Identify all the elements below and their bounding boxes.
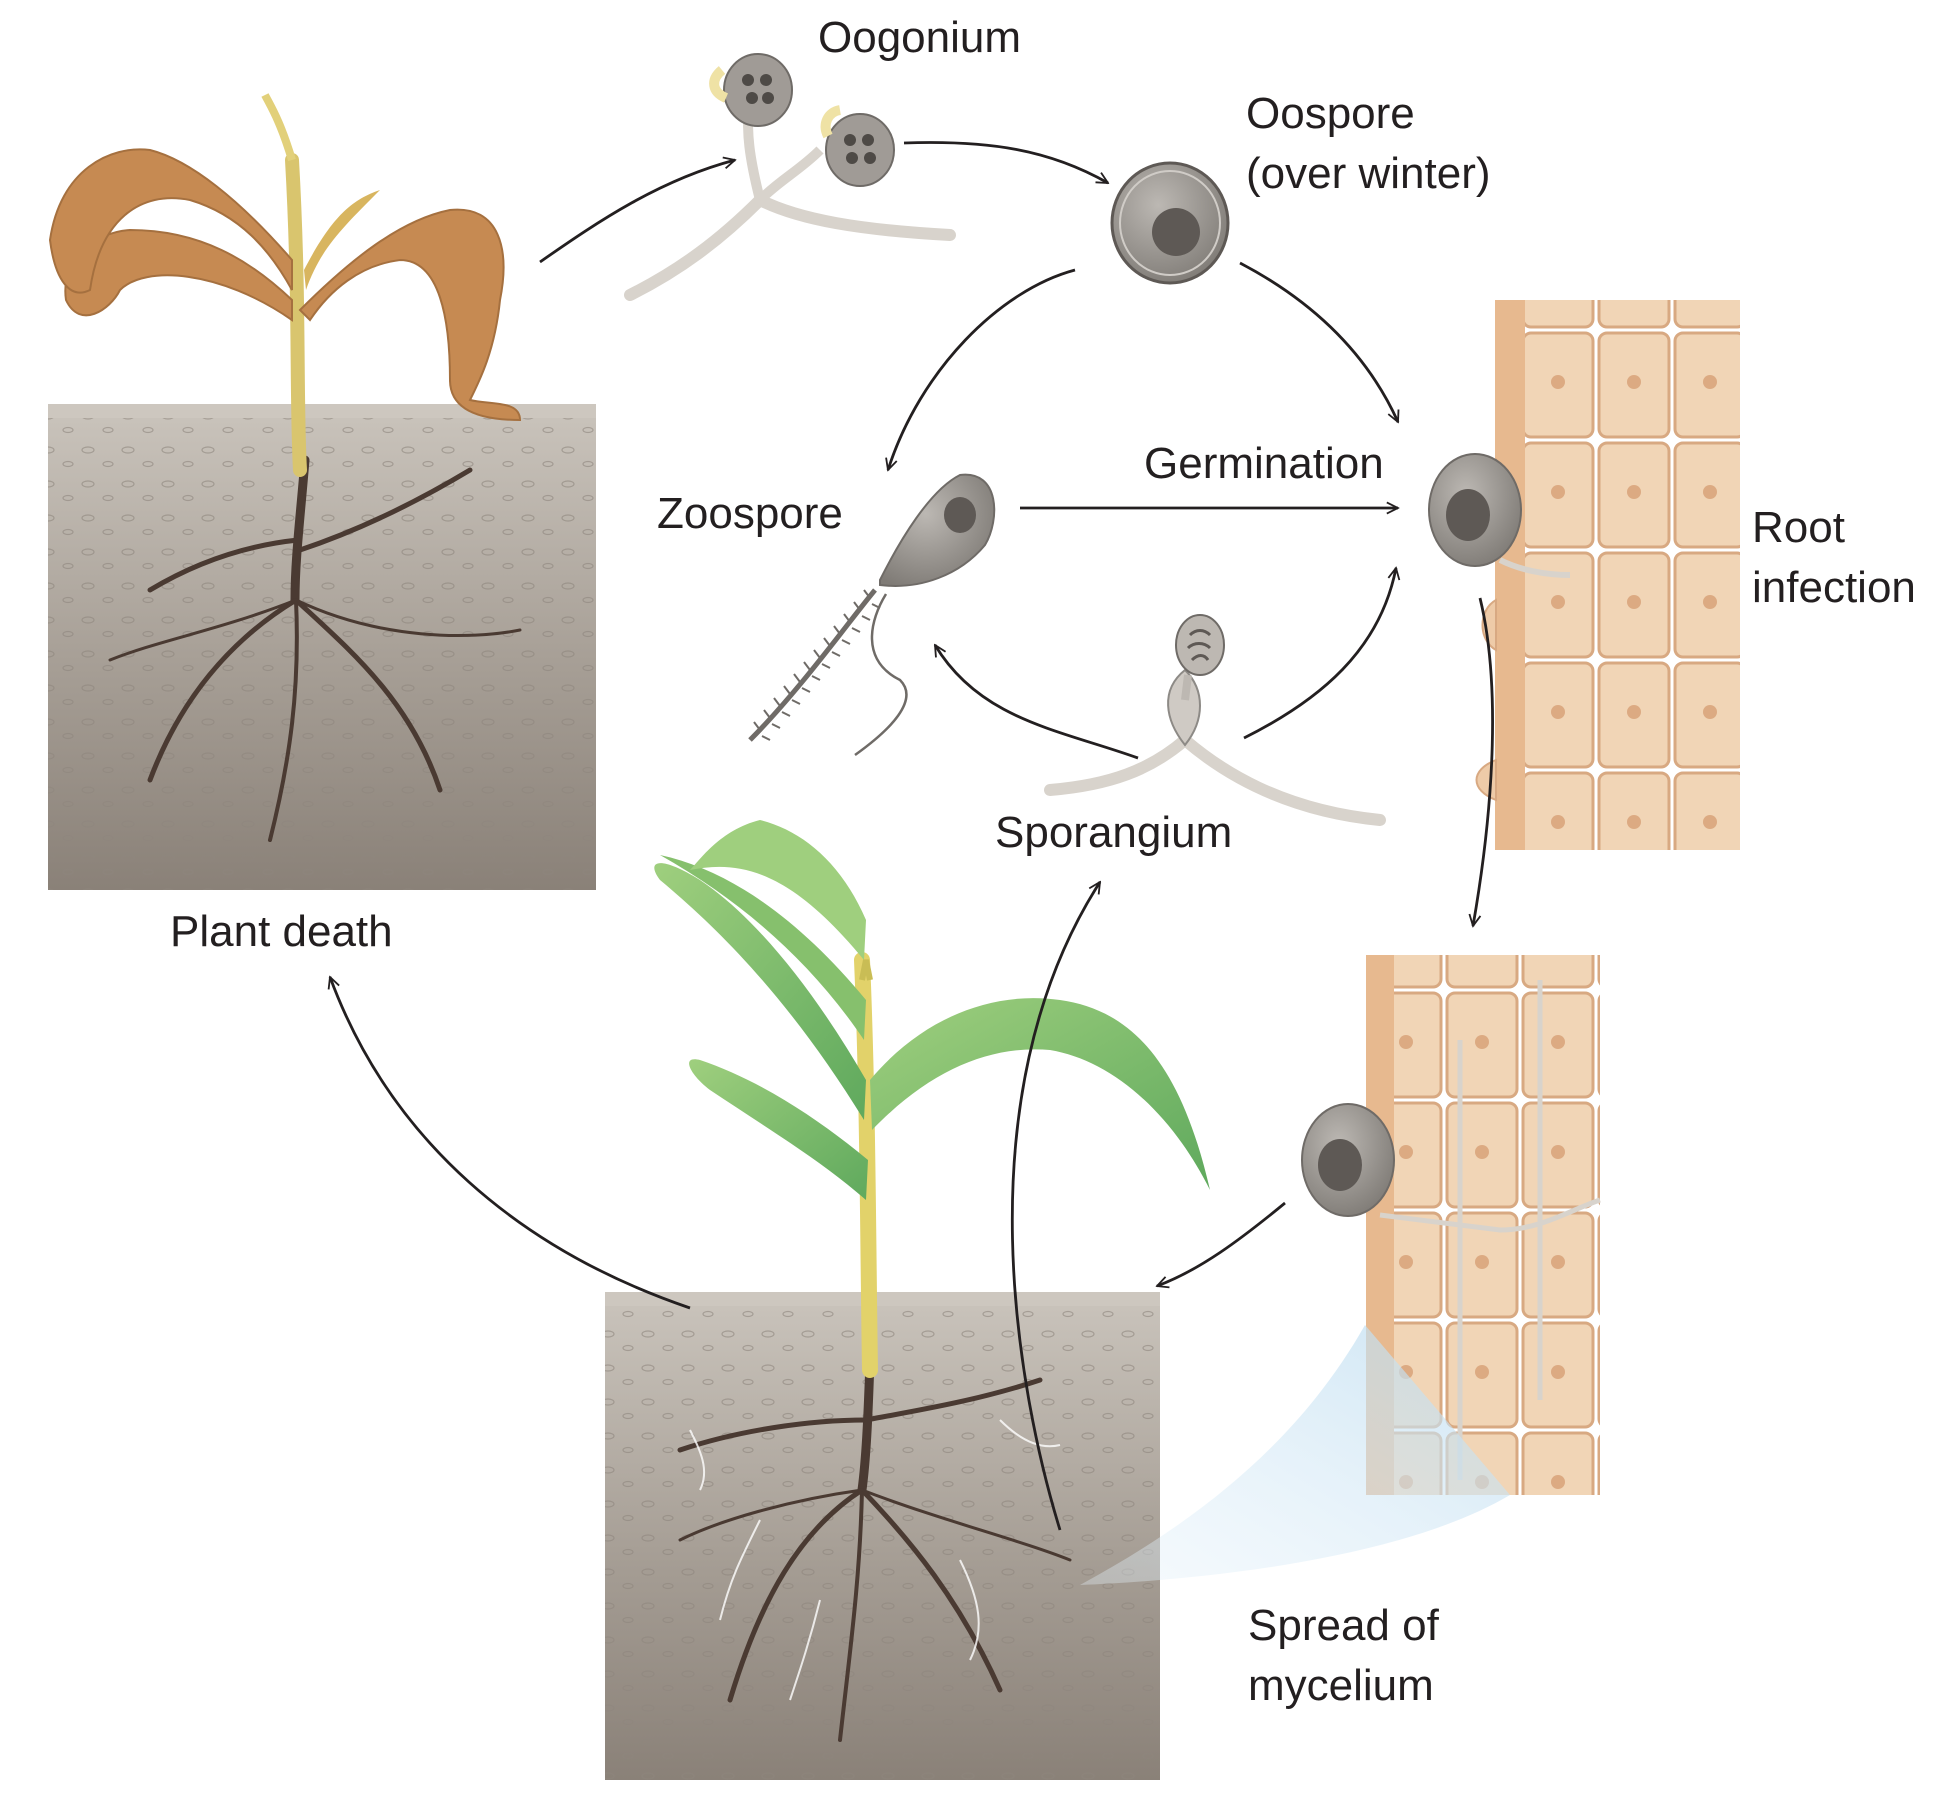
label-oogonium: Oogonium [818,13,1021,62]
cycle-arrows [330,141,1494,1531]
root-cells-mycelium-spread [1080,955,1601,1585]
arrow-oospore-to-zoospore [888,268,1076,470]
mycelium-highlight [1080,1325,1510,1585]
dead-plant-illustration [48,93,596,890]
label-germination: Germination [1144,439,1384,488]
label-oospore-over-winter: (over winter) [1246,149,1491,198]
oogonium-sac [825,113,895,187]
arrow-plant-death-to-oogonium [539,160,735,264]
healthy-leaf [689,1059,868,1200]
arrow-plant-to-plant-death [330,977,691,1310]
arrow-root-infection-to-spread [1473,597,1494,926]
dead-leaf [298,208,522,422]
dead-leaf [48,148,293,294]
oospore-illustration [1110,161,1230,285]
root-cells-infection [1428,300,1740,850]
zoospore-illustration [748,473,996,757]
oogonium-sac [723,53,793,127]
label-infection: infection [1752,563,1916,612]
arrow-oogonium-to-oospore [903,141,1108,185]
arrow-plant-roots-to-sporangium [1010,882,1102,1531]
label-sporangium: Sporangium [995,808,1232,857]
arrow-sporangium-to-zoospore [933,645,1139,760]
infected-plant-illustration [605,820,1210,1780]
healthy-leaf [654,863,866,1120]
label-plant-death: Plant death [170,907,393,956]
oogonium-illustration [624,53,956,301]
arrow-sporangium-to-root [1243,568,1396,740]
sporangium-illustration [1044,614,1386,826]
label-root: Root [1752,503,1845,552]
dead-leaf [64,228,293,322]
label-mycelium: mycelium [1248,1661,1434,1710]
arrow-spread-to-plant [1157,1201,1286,1286]
arrow-oospore-to-root-infection [1239,261,1398,422]
label-spread-of: Spread of [1248,1601,1440,1650]
healthy-leaf [690,820,866,960]
label-oospore: Oospore [1246,89,1415,138]
healthy-leaf [870,998,1210,1190]
label-zoospore: Zoospore [657,489,843,538]
